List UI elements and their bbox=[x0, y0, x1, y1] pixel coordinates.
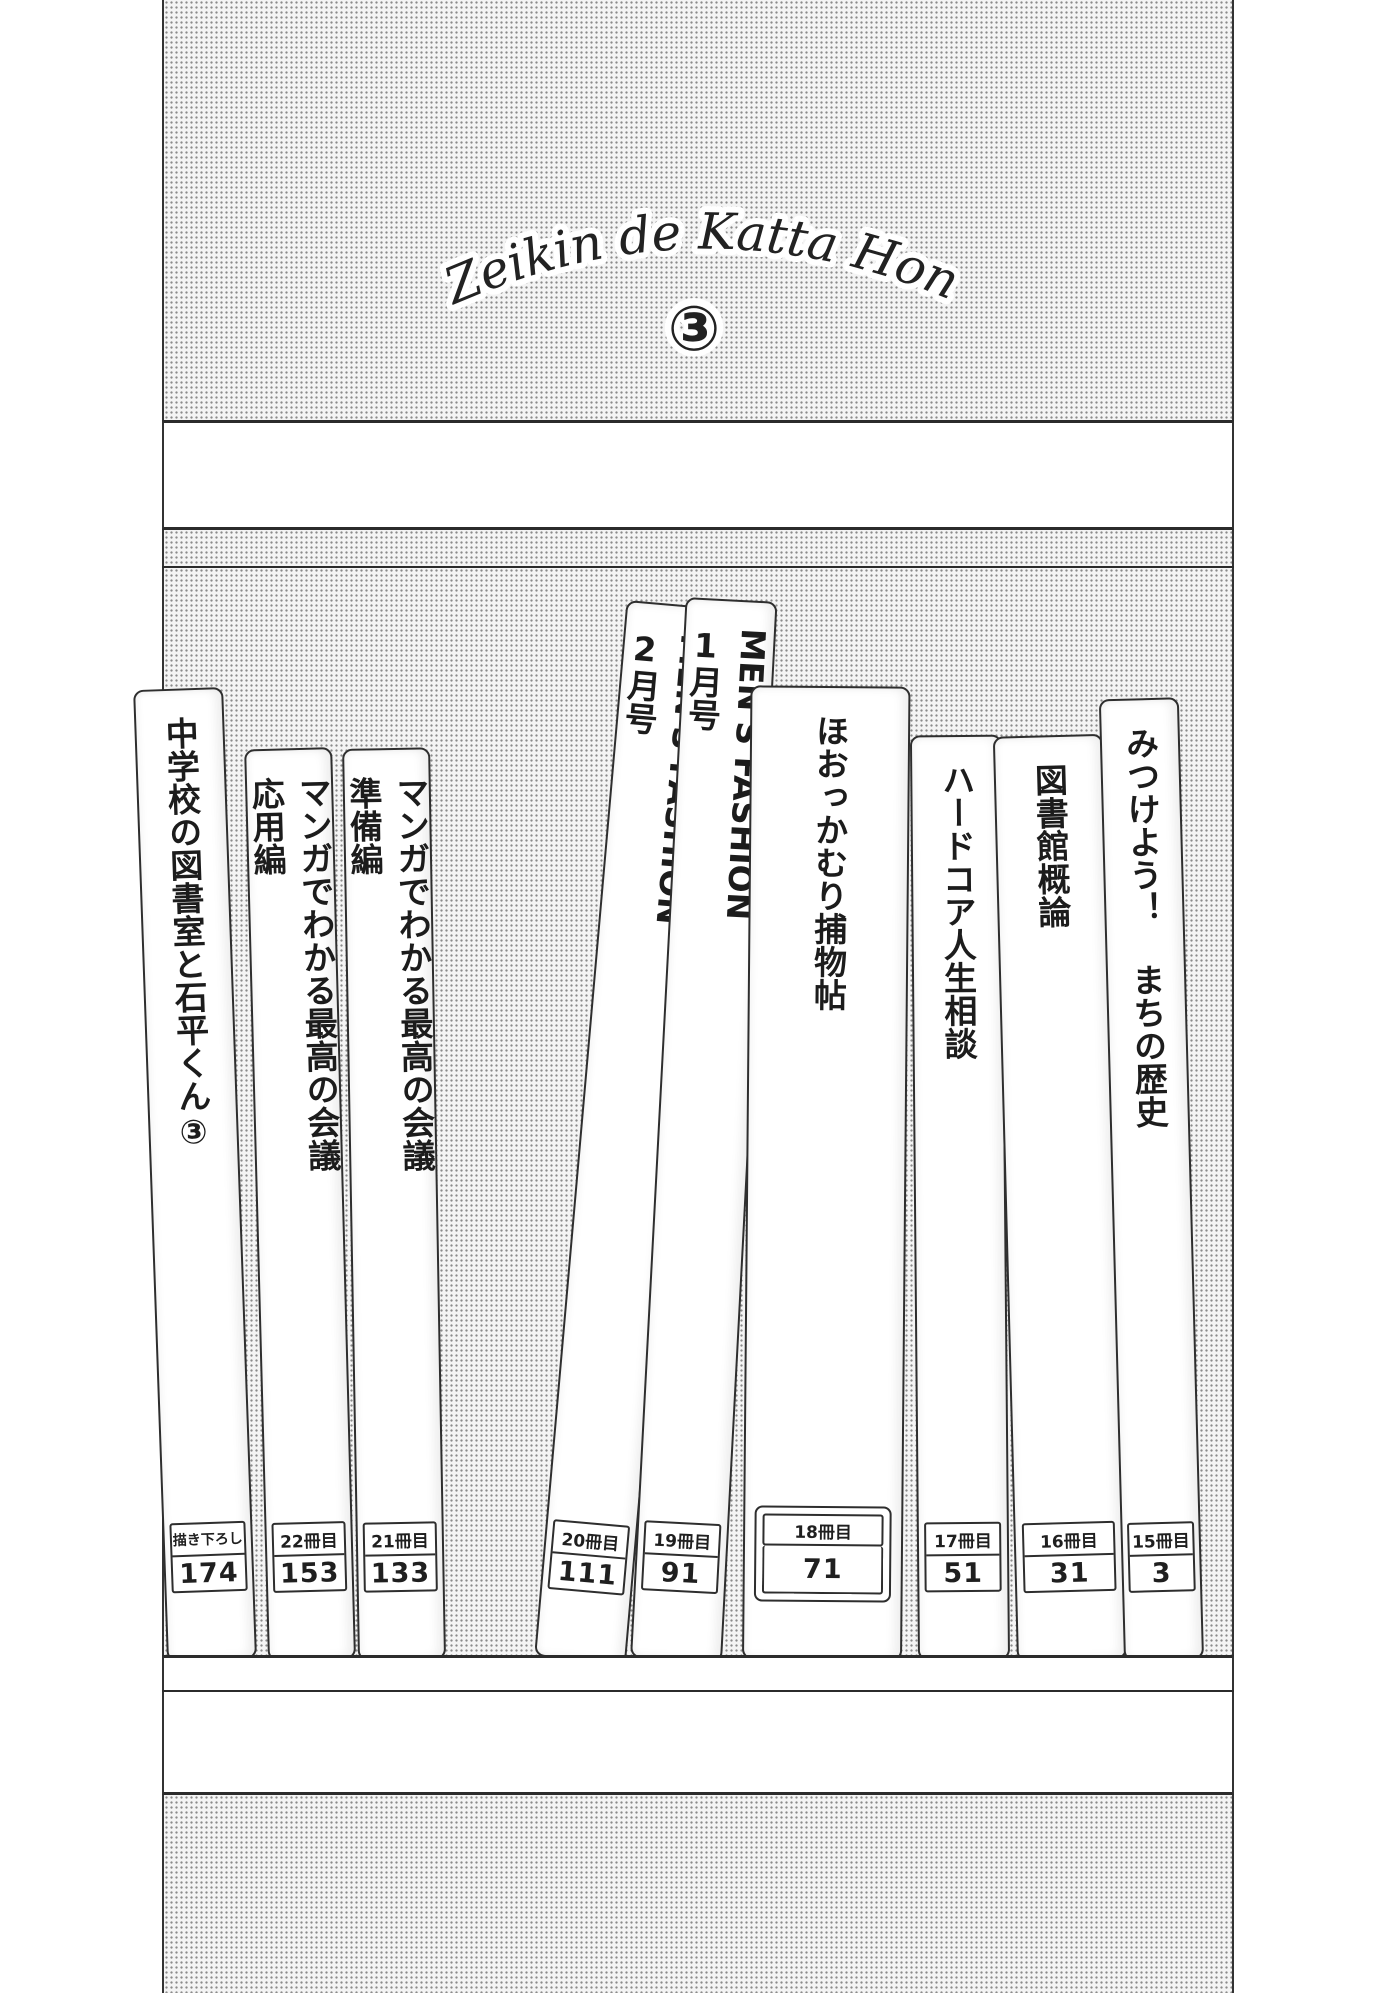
book-title: ハードコア人生相談 bbox=[912, 763, 1003, 1061]
page-number: 31 bbox=[1049, 1557, 1090, 1590]
top-bar bbox=[162, 420, 1234, 530]
book-title-line: マンガでわかる最高の会議 bbox=[390, 775, 437, 1173]
page-number: 3 bbox=[1151, 1557, 1173, 1589]
page-number: 174 bbox=[178, 1556, 240, 1590]
page-number: 91 bbox=[659, 1556, 702, 1590]
title-panel bbox=[162, 0, 1234, 420]
volume-count: 描き下ろし bbox=[171, 1522, 245, 1558]
book-title-line: 図書館概論 bbox=[1029, 762, 1073, 929]
page-number: 51 bbox=[943, 1557, 984, 1589]
book-title-line: ハードコア人生相談 bbox=[936, 762, 979, 1061]
volume-count: 17冊目 bbox=[926, 1523, 1000, 1557]
volume-count: 22冊目 bbox=[273, 1523, 345, 1557]
book-title: マンガでわかる最高の会議応用編 bbox=[245, 775, 343, 1173]
svg-text:③: ③ bbox=[666, 292, 722, 365]
book-title-line: 中学校の図書室と石平くん③ bbox=[159, 715, 214, 1152]
book-title: 中学校の図書室と石平くん③ bbox=[136, 715, 237, 1153]
volume-count: 21冊目 bbox=[364, 1523, 436, 1557]
page-number: 153 bbox=[279, 1556, 340, 1590]
book-title-line: 1月号 bbox=[681, 625, 727, 733]
book-title-line: 準備編 bbox=[343, 776, 385, 876]
volume-count: 18冊目 bbox=[762, 1513, 884, 1547]
book-title: 図書館概論 bbox=[996, 762, 1106, 930]
tone-strip bbox=[162, 530, 1234, 566]
page-number: 133 bbox=[370, 1556, 431, 1590]
shelf-edge bbox=[162, 1690, 1234, 1692]
divider bbox=[162, 566, 1234, 568]
book-title-line: ほおっかむり捕物帖 bbox=[808, 713, 850, 1012]
volume-count: 19冊目 bbox=[644, 1522, 720, 1559]
page-number: 111 bbox=[556, 1555, 619, 1592]
book-title: みつけよう！ まちの歴史 bbox=[1102, 725, 1188, 1129]
page-number: 71 bbox=[761, 1545, 884, 1595]
bottom-panel bbox=[162, 1795, 1234, 1993]
shelf-board bbox=[162, 1655, 1234, 1795]
book-title-line: みつけよう！ まちの歴史 bbox=[1120, 725, 1170, 1129]
title-lettering: Zeikin de Katta Hon Zeikin de Katta Hon … bbox=[428, 196, 973, 371]
book-title: マンガでわかる最高の会議準備編 bbox=[343, 775, 437, 1173]
volume-count: 15冊目 bbox=[1129, 1523, 1193, 1557]
volume-mark: ③ bbox=[668, 292, 721, 365]
volume-count: 16冊目 bbox=[1023, 1522, 1114, 1558]
book-title-line: 応用編 bbox=[245, 776, 288, 877]
book-title: ほおっかむり捕物帖 bbox=[750, 713, 909, 1011]
book-title-line: マンガでわかる最高の会議 bbox=[292, 775, 343, 1173]
